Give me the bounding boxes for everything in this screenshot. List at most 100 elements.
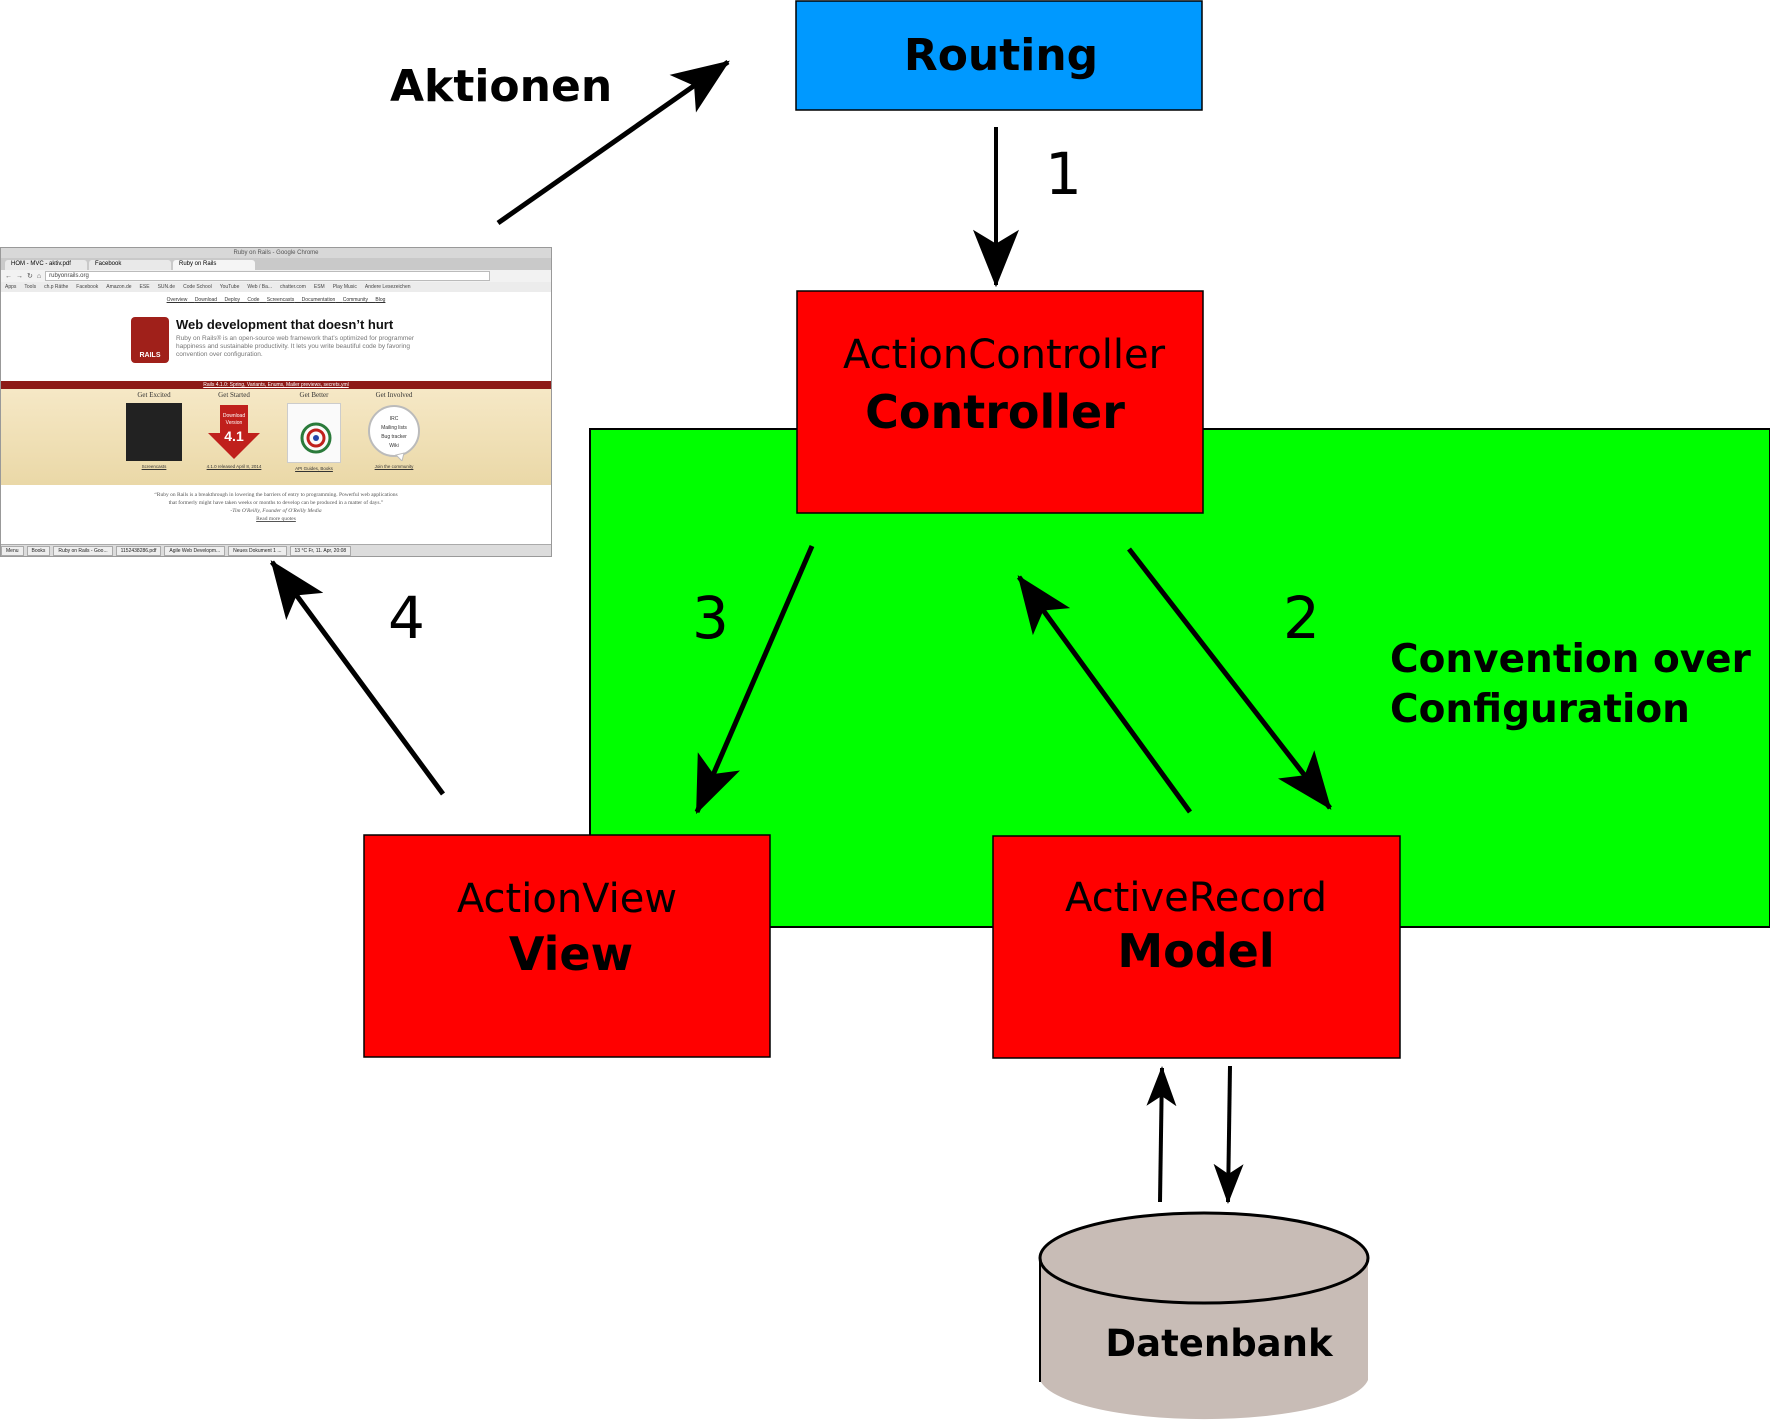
bookmark-item: ESM — [313, 284, 325, 290]
back-icon: ← — [5, 272, 12, 280]
taskbar-item: Agile Web Developm... — [164, 545, 226, 556]
taskbar-clock: 13 °C Fr, 11. Apr, 20:08 — [289, 545, 352, 556]
taskbar-item: Books — [26, 545, 51, 556]
convention-label-line1: Convention over — [1390, 637, 1752, 682]
bookmark-item: Andere Lesezeichen — [364, 284, 411, 290]
model-title: ActiveRecord — [1065, 875, 1327, 921]
site-nav-link: Screencasts — [266, 297, 295, 303]
column-heading: Get Better — [299, 391, 329, 399]
browser-url: rubyonrails.org — [45, 271, 491, 281]
model-box — [992, 835, 1401, 1059]
bubble-line: IRC — [390, 416, 399, 422]
controller-subtitle: Controller — [865, 385, 1125, 439]
column-heading: Get Excited — [137, 391, 171, 399]
book-cover-thumb — [287, 403, 341, 463]
bubble-line: Wiki — [389, 443, 398, 449]
database-label: Datenbank — [1105, 1322, 1334, 1365]
desktop-taskbar: Menu Books Ruby on Rails - Goo... 115243… — [1, 544, 551, 556]
step-4-label: 4 — [388, 584, 425, 652]
bookmark-item: Play Music — [332, 284, 357, 290]
view-title: ActionView — [457, 876, 677, 922]
bubble-line: Mailing lists — [381, 425, 407, 431]
column-caption: Screencasts — [141, 464, 167, 469]
quote-text: “Ruby on Rails is a breakthrough in lowe… — [154, 492, 398, 506]
bookmark-item: Apps — [5, 284, 17, 290]
browser-tab: HOM - MVC - aktiv.pdf — [5, 260, 87, 270]
quote-link: Read more quotes — [256, 516, 296, 522]
column-heading: Get Started — [218, 391, 250, 399]
step-2-label: 2 — [1283, 584, 1320, 652]
feature-column: Get Started Download Version 4.1 4.1.0 r… — [199, 391, 269, 469]
download-top-label: Download — [223, 413, 245, 419]
column-caption: Join the community — [374, 464, 414, 469]
code-screencast-thumb — [126, 403, 182, 461]
routing-box — [795, 0, 1203, 111]
arrow-view-to-browser — [269, 560, 446, 796]
site-tagline: Ruby on Rails® is an open-source web fra… — [176, 335, 415, 358]
quote-author: -Tim O'Reilly, Founder of O'Reilly Media — [230, 508, 322, 514]
view-box — [363, 834, 771, 1058]
browser-titlebar: Ruby on Rails - Google Chrome — [1, 248, 551, 258]
site-nav-link: Deploy — [224, 297, 241, 303]
download-arrow-icon: Download Version 4.1 — [206, 403, 262, 461]
release-band: Rails 4.1.0: Spring, Variants, Enums, Ma… — [1, 381, 551, 389]
controller-title: ActionController — [843, 332, 1166, 378]
taskbar-item: Neues Dokument 1 ... — [228, 545, 287, 556]
browser-url-bar: ← → ↻ ⌂ rubyonrails.org — [1, 270, 551, 282]
browser-screenshot: Ruby on Rails - Google Chrome HOM - MVC … — [0, 247, 552, 557]
bookmark-item: Web / Ba... — [247, 284, 273, 290]
forward-icon: → — [16, 272, 23, 280]
speech-bubble-icon: IRC Mailing lists Bug tracker Wiki — [366, 403, 422, 462]
bookmarks-bar: Apps Tools ch.p Räthe Facebook Amazon.de… — [1, 282, 551, 292]
site-nav-link: Documentation — [301, 297, 336, 303]
bookmark-item: Facebook — [76, 284, 99, 290]
column-heading: Get Involved — [375, 391, 413, 399]
site-nav-link: Code — [247, 297, 260, 303]
site-nav-link: Community — [342, 297, 368, 303]
bookmark-item: YouTube — [219, 284, 240, 290]
site-nav-link: Overview — [166, 297, 188, 303]
database-cylinder — [1038, 1211, 1370, 1420]
bookmark-item: ch.p Räthe — [44, 284, 69, 290]
bookmark-item: Amazon.de — [106, 284, 132, 290]
routing-label: Routing — [904, 30, 1098, 81]
site-nav-link: Blog — [375, 297, 386, 303]
browser-tab-strip: HOM - MVC - aktiv.pdf Facebook Ruby on R… — [1, 258, 551, 270]
download-mid-label: Version — [226, 420, 243, 426]
reload-icon: ↻ — [27, 273, 33, 280]
browser-tab: Facebook — [89, 260, 171, 270]
step-3-label: 3 — [692, 584, 729, 652]
step-1-label: 1 — [1045, 140, 1082, 208]
controller-box — [796, 290, 1204, 514]
arrow-model-to-database — [1213, 1065, 1244, 1204]
column-caption: 4.1.0 released April 8, 2014 — [206, 464, 262, 469]
browser-tab-active: Ruby on Rails — [173, 260, 255, 270]
bookmark-item: Code School — [183, 284, 212, 290]
browser-page-content: Overview Download Deploy Code Screencast… — [1, 293, 551, 543]
arrow-model-to-controller — [1016, 575, 1193, 814]
site-top-nav: Overview Download Deploy Code Screencast… — [1, 297, 551, 303]
rails-logo: RAILS — [131, 317, 169, 363]
convention-label-line2: Configuration — [1390, 687, 1690, 732]
feature-column: Get Involved IRC Mailing lists Bug track… — [359, 391, 429, 469]
column-caption: API Guides, Books — [295, 466, 333, 471]
aktionen-label: Aktionen — [390, 61, 612, 112]
bookmark-item: SUN.de — [157, 284, 176, 290]
bubble-line: Bug tracker — [381, 434, 407, 440]
feature-column: Get Better API Guides, Books — [279, 391, 349, 471]
feature-columns: Get Excited Screencasts Get Started Down… — [1, 389, 551, 485]
bookmark-item: ESE — [139, 284, 150, 290]
taskbar-item: Menu — [1, 545, 24, 556]
arrow-aktionen-to-routing — [496, 59, 730, 226]
arrow-database-to-model — [1146, 1066, 1177, 1203]
model-subtitle: Model — [1117, 924, 1274, 978]
bookmark-item: Tools — [24, 284, 37, 290]
view-subtitle: View — [509, 927, 633, 981]
feature-column: Get Excited Screencasts — [119, 391, 189, 469]
taskbar-item: Ruby on Rails - Goo... — [53, 545, 113, 556]
download-version: 4.1 — [224, 428, 244, 444]
arrow-controller-to-view — [694, 545, 815, 815]
home-icon: ⌂ — [36, 272, 42, 280]
